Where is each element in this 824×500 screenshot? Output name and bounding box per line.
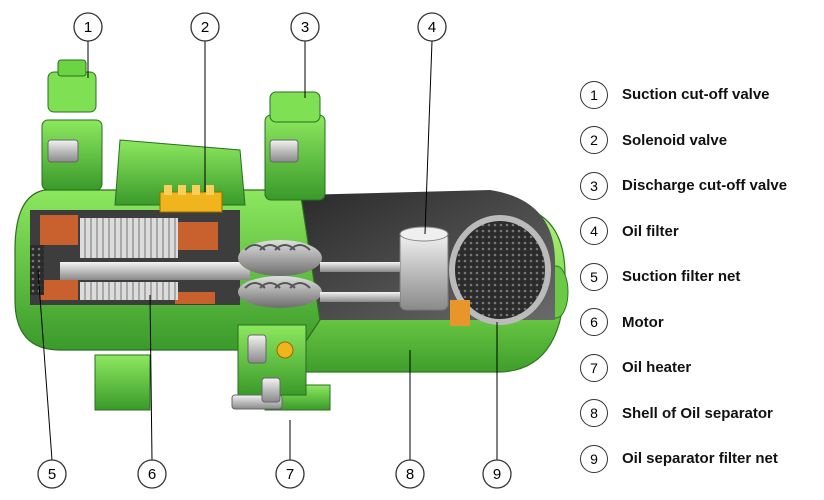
callout-9-number: 9 [493, 466, 501, 483]
legend-badge-1: 1 [580, 80, 608, 109]
solenoid-valve [159, 185, 223, 213]
callout-1: 1 [73, 12, 103, 42]
legend-badge-2: 2 [580, 126, 608, 155]
leader-lines [37, 40, 498, 461]
leader-line-6 [149, 294, 153, 461]
legend-item-4: 4 Oil filter [580, 209, 820, 255]
legend-item-9: 9 Oil separator filter net [580, 436, 820, 482]
legend-badge-8: 8 [580, 399, 608, 428]
callout-2: 2 [190, 12, 220, 42]
leader-line-4 [424, 40, 433, 235]
callout-9: 9 [482, 459, 512, 489]
callout-circles: 1 2 3 4 5 6 7 8 [37, 12, 512, 489]
compressor-illustration [14, 59, 569, 411]
callout-3: 3 [290, 12, 320, 42]
legend-label-4: Oil filter [622, 222, 679, 240]
motor-winding-bottom-left [40, 280, 78, 300]
callout-8: 8 [395, 459, 425, 489]
legend-item-3: 3 Discharge cut-off valve [580, 163, 820, 209]
callout-4: 4 [417, 12, 447, 42]
callout-6: 6 [137, 459, 167, 489]
motor-winding-bottom-right [175, 292, 215, 304]
legend-badge-9: 9 [580, 444, 608, 473]
leader-line-5 [37, 269, 53, 461]
callout-8-number: 8 [406, 466, 414, 483]
motor-rotor-shaft [60, 262, 250, 280]
motor-winding-top-right [178, 222, 218, 250]
legend-label-7: Oil heater [622, 359, 692, 377]
callout-5: 5 [37, 459, 67, 489]
legend-label-1: Suction cut-off valve [622, 86, 770, 104]
suction-cut-off-valve [41, 59, 103, 191]
legend-item-2: 2 Solenoid valve [580, 118, 820, 164]
oil-heater [231, 324, 307, 410]
callout-2-number: 2 [201, 19, 209, 36]
filter-net-orange-ring [450, 300, 470, 326]
motor-winding-top-left [40, 215, 78, 245]
mounting-foot-left [94, 354, 151, 411]
legend-label-2: Solenoid valve [622, 131, 728, 149]
legend-label-9: Oil separator filter net [622, 450, 778, 468]
suction-filter-net [30, 245, 44, 295]
oil-separator-filter-net [449, 215, 551, 325]
motor-stator-fins [80, 218, 178, 258]
legend-badge-5: 5 [580, 262, 608, 291]
legend-item-5: 5 Suction filter net [580, 254, 820, 300]
oil-filter [399, 231, 449, 311]
callout-1-number: 1 [84, 19, 92, 36]
legend-badge-3: 3 [580, 171, 608, 200]
callout-6-number: 6 [148, 466, 156, 483]
legend-label-8: Shell of Oil separator [622, 404, 773, 422]
callout-7-number: 7 [286, 466, 294, 483]
legend-item-7: 7 Oil heater [580, 345, 820, 391]
legend-badge-6: 6 [580, 308, 608, 337]
discharge-cut-off-valve [264, 91, 326, 201]
oil-filter-top [399, 226, 449, 242]
parts-legend: 1 Suction cut-off valve 2 Solenoid valve… [580, 72, 820, 482]
legend-label-3: Discharge cut-off valve [622, 177, 788, 195]
screw-rotors [238, 240, 400, 308]
callout-3-number: 3 [301, 19, 309, 36]
legend-label-5: Suction filter net [622, 268, 741, 286]
legend-item-1: 1 Suction cut-off valve [580, 72, 820, 118]
callout-4-number: 4 [428, 19, 436, 36]
legend-item-8: 8 Shell of Oil separator [580, 391, 820, 437]
legend-badge-7: 7 [580, 353, 608, 382]
legend-item-6: 6 Motor [580, 300, 820, 346]
callout-5-number: 5 [48, 466, 56, 483]
legend-badge-4: 4 [580, 217, 608, 246]
callout-7: 7 [275, 459, 305, 489]
legend-label-6: Motor [622, 313, 664, 331]
motor-stator-lower [80, 282, 178, 300]
